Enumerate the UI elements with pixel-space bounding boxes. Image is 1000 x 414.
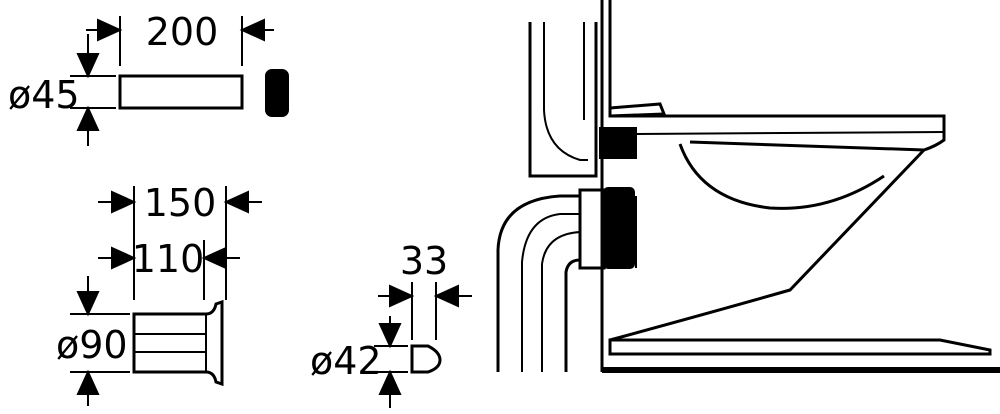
arrow-icon [378,369,402,395]
arrow-icon [201,246,227,270]
straight-pipe-part: 200 ø45 [8,10,289,146]
drain-pipe-inner [541,231,581,372]
arrow-icon [76,369,100,395]
arrow-icon [76,105,100,131]
bowl-seal [603,187,635,269]
arrow-icon [378,323,402,349]
straight-pipe [118,74,244,110]
drain-pipe-outer [496,194,580,372]
connector-length-outer-label: 150 [144,181,217,225]
toilet-installation [496,0,1000,373]
arrow-icon [111,246,137,270]
arrow-icon [97,18,123,42]
arrow-icon [389,284,415,308]
pipe-seal-ring [265,69,289,117]
arrow-icon [239,18,265,42]
flush-connector [599,127,637,159]
wall-connector [578,188,606,270]
cistern-inner [543,22,588,161]
arrow-icon [76,53,100,79]
arrow-icon [111,190,137,214]
pipe-length-label: 200 [146,10,219,54]
plug [410,344,442,374]
plug-diameter-label: ø42 [310,339,382,383]
connector-sleeve [132,299,224,387]
connector-length-inner-label: 110 [132,237,205,281]
arrow-icon [223,190,249,214]
connector-diameter-label: ø90 [56,323,128,367]
plug-part: 33 ø42 [310,239,472,408]
toilet-seat [610,114,946,152]
pipe-diameter-label: ø45 [8,73,80,117]
connector-part: 150 110 ø90 [56,181,262,406]
bowl-interior [678,143,885,210]
bowl-base [609,148,926,342]
arrow-icon [433,284,459,308]
arrow-icon [76,291,100,317]
plug-length-label: 33 [400,239,448,283]
